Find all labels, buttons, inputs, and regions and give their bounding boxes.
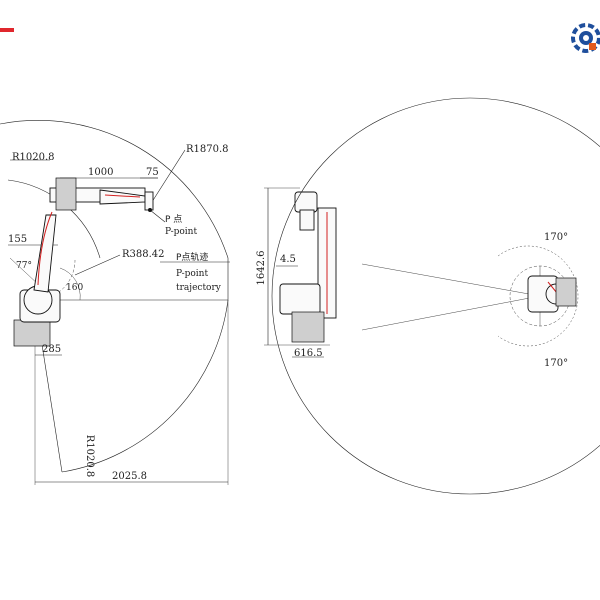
reach-radius-label: R1870.8 bbox=[186, 144, 229, 155]
front-wrist bbox=[294, 191, 318, 213]
robot-elbow-housing bbox=[55, 177, 77, 211]
front-shoulder bbox=[279, 283, 321, 315]
lower-radius-label: R1020.8 bbox=[84, 435, 95, 478]
robot-forearm-red bbox=[104, 194, 141, 198]
robot-wrist-flange bbox=[144, 191, 154, 211]
p-trajectory-en-label-2: trajectory bbox=[176, 283, 222, 293]
top-view-inner-arc bbox=[497, 245, 579, 347]
work-envelope-outer-arc bbox=[0, 120, 229, 301]
wrist-offset-label: 75 bbox=[146, 167, 159, 178]
side-view: R1870.8 R1020.8 1000 75 155 R388.42 285 … bbox=[0, 120, 230, 485]
height-label: 1642.6 bbox=[256, 251, 267, 286]
robot-lower-arm bbox=[33, 214, 57, 293]
front-forearm bbox=[299, 209, 315, 231]
leader-p-point bbox=[149, 209, 166, 223]
base-depth-label: 285 bbox=[42, 344, 61, 355]
leader-trajectory-radius bbox=[74, 254, 121, 276]
total-width-label: 2025.8 bbox=[112, 471, 147, 482]
front-base bbox=[291, 311, 325, 343]
base-width-label: 616.5 bbox=[294, 348, 323, 359]
robot-top-silhouette bbox=[527, 275, 577, 313]
gear-robot-logo-icon bbox=[571, 23, 600, 53]
small-trajectory-arc bbox=[59, 267, 81, 301]
rotation-limit-lower bbox=[361, 295, 541, 331]
brand-accent-bar bbox=[0, 28, 14, 32]
p-trajectory-en-label-1: P-point bbox=[176, 269, 208, 279]
angle-upper-label: 77° bbox=[16, 261, 32, 271]
inner-radius-label: R1020.8 bbox=[12, 152, 55, 163]
rotation-upper-label: 170° bbox=[544, 232, 568, 243]
work-envelope-lower-arc bbox=[61, 299, 229, 473]
p-point-cn-label: P 点 bbox=[165, 214, 182, 225]
rotation-lower-label: 170° bbox=[544, 358, 568, 369]
trajectory-radius-label: R388.42 bbox=[122, 249, 165, 260]
front-view: 1642.6 4.5 616.5 bbox=[256, 187, 337, 359]
p-point-marker bbox=[148, 208, 152, 212]
top-view-reach-circle bbox=[271, 97, 600, 495]
shoulder-offset-label: 155 bbox=[8, 234, 27, 245]
top-view: 170° 170° bbox=[271, 97, 600, 495]
rotation-limit-upper bbox=[361, 263, 541, 297]
p-point-en-label: P-point bbox=[165, 227, 197, 237]
robot-base bbox=[13, 319, 51, 347]
robot-front-silhouette bbox=[279, 191, 337, 343]
leader-reach bbox=[149, 149, 186, 206]
robot-cable-red bbox=[37, 211, 53, 286]
p-trajectory-cn-label: P点轨迹 bbox=[176, 251, 208, 263]
robot-side-silhouette bbox=[13, 177, 154, 347]
top-motor-housing bbox=[555, 277, 577, 307]
offset-label: 4.5 bbox=[280, 254, 296, 265]
arm-length-label: 1000 bbox=[88, 167, 113, 178]
angle-lower-label: 160 bbox=[66, 283, 83, 293]
